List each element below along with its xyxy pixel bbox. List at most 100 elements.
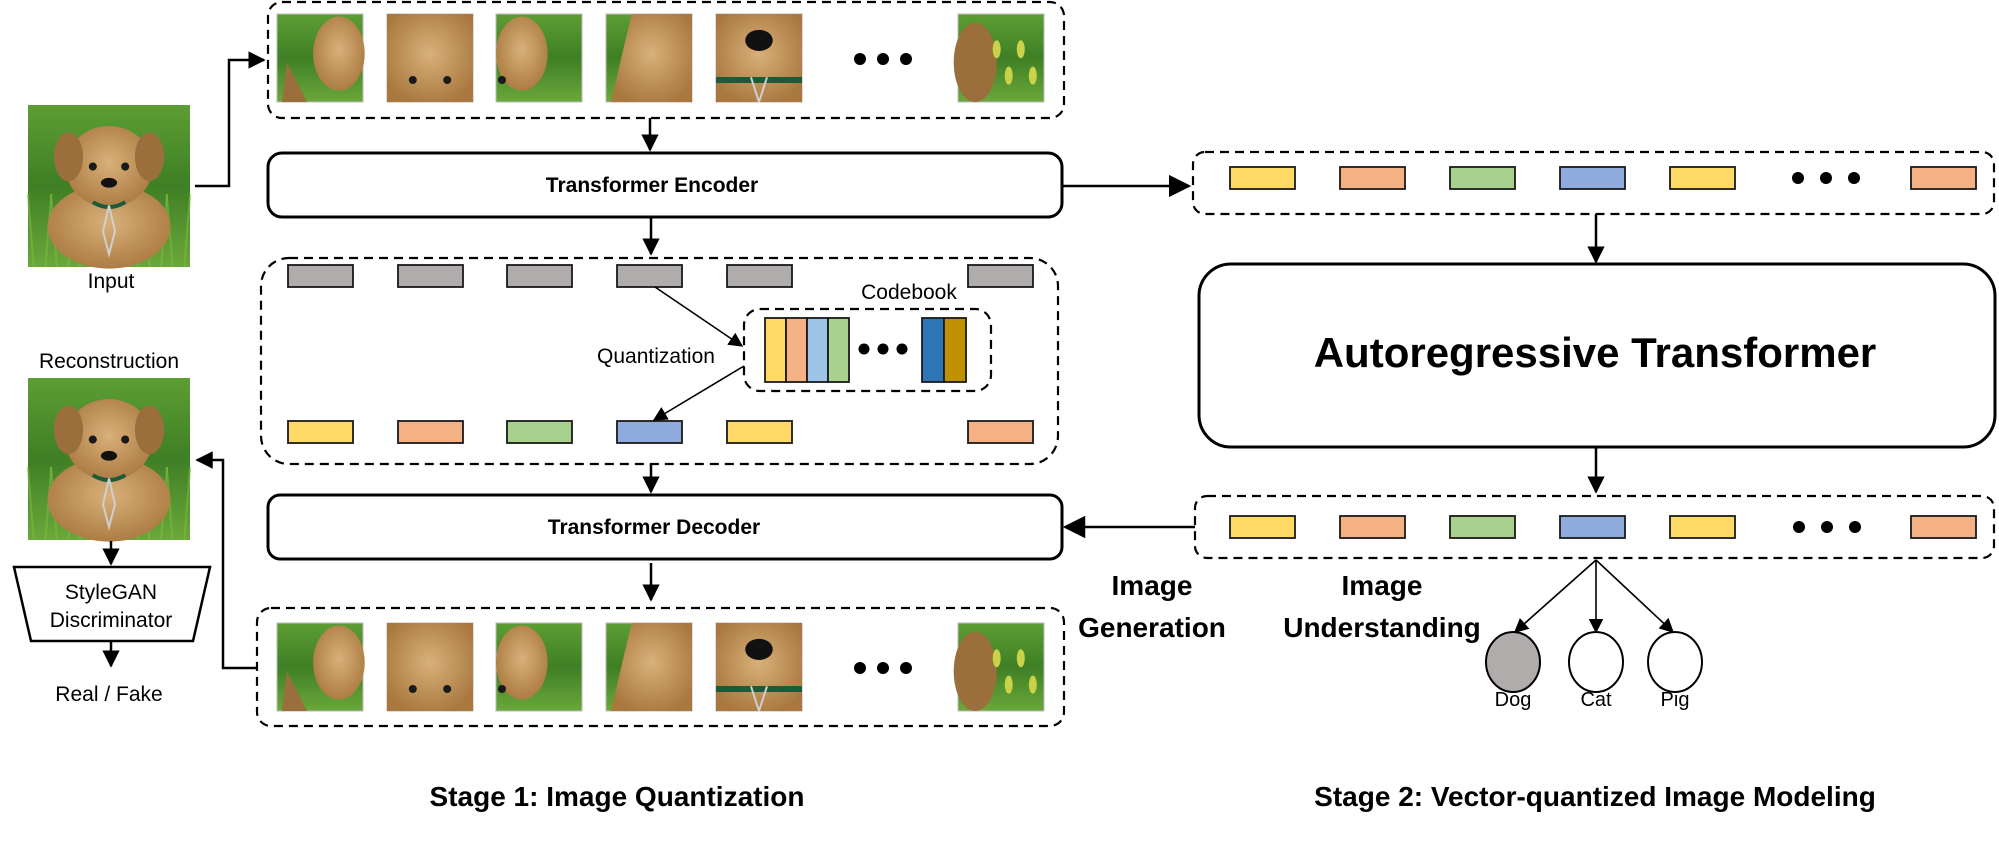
token <box>506 264 573 288</box>
token <box>967 420 1034 444</box>
ellipsis-dot <box>1820 172 1832 184</box>
codebook-entry <box>943 317 967 383</box>
stage2-caption: Stage 2: Vector-quantized Image Modeling <box>1314 781 1876 812</box>
ellipsis-dot <box>896 343 908 355</box>
stage2-output-tokens <box>1229 515 1977 539</box>
ellipsis-dot <box>1821 521 1833 533</box>
patches-to-reconstruction-arrow <box>195 451 257 670</box>
patch-body <box>605 622 693 712</box>
patch-ear-right <box>495 13 583 103</box>
token <box>1229 166 1296 190</box>
token <box>1339 515 1406 539</box>
patch-grass <box>953 13 1045 103</box>
class-label: Cat <box>1580 689 1612 711</box>
image-understanding-label-line1: Image <box>1342 570 1423 601</box>
token <box>1559 515 1626 539</box>
class-node-dog <box>1485 631 1541 693</box>
patch-ear-left <box>276 622 365 712</box>
token <box>616 420 683 444</box>
token <box>616 264 683 288</box>
patch-ear-left <box>276 13 365 103</box>
class-label: Dog <box>1495 689 1532 711</box>
token <box>1910 166 1977 190</box>
class-arrow <box>1513 559 1597 633</box>
ellipsis-dot <box>877 662 889 674</box>
ellipsis-dot <box>1793 521 1805 533</box>
token <box>287 264 354 288</box>
output-patches <box>276 622 1045 712</box>
ellipsis-dot <box>1848 172 1860 184</box>
ellipsis-dot <box>1792 172 1804 184</box>
patch-body <box>605 13 693 103</box>
codebook-entries <box>764 317 967 383</box>
token-to-codebook-arrow <box>654 286 744 347</box>
stage2-output-tokens-group <box>1193 494 1996 560</box>
discriminator-label-line1: StyleGAN <box>65 581 157 604</box>
codebook-entry <box>806 317 829 383</box>
input-label: Input <box>88 270 135 293</box>
ellipsis-dot <box>900 662 912 674</box>
class-nodes: Dog Cat Pig <box>1485 559 1703 711</box>
token <box>287 420 354 444</box>
quantized-tokens <box>287 420 1034 444</box>
input-patches-group <box>266 0 1066 120</box>
reconstruction-label: Reconstruction <box>39 350 179 373</box>
token <box>397 420 464 444</box>
class-arrow <box>1595 559 1675 633</box>
patch-nose <box>715 622 803 712</box>
transformer-decoder <box>266 493 1064 561</box>
codebook-entry <box>921 317 945 383</box>
stage2-input-tokens <box>1229 166 1977 190</box>
token <box>1229 515 1296 539</box>
encoded-tokens <box>287 264 1034 288</box>
image-understanding-label-line2: Understanding <box>1283 612 1481 643</box>
token <box>726 420 793 444</box>
token <box>506 420 573 444</box>
ellipsis-dot <box>858 343 870 355</box>
ellipsis-dot <box>877 53 889 65</box>
input-image <box>26 105 192 269</box>
input-patches <box>276 13 1045 103</box>
codebook-label: Codebook <box>861 281 957 304</box>
ellipsis-dot <box>854 53 866 65</box>
patch-ear-right <box>495 622 583 712</box>
input-dog-image <box>26 105 192 269</box>
discriminator-trapezoid <box>12 565 212 643</box>
real-fake-label: Real / Fake <box>55 683 162 706</box>
token <box>1669 515 1736 539</box>
quantization-group <box>259 256 1060 466</box>
ellipsis-dot <box>877 343 889 355</box>
image-generation-label-line1: Image <box>1112 570 1193 601</box>
stage2-input-tokens-group <box>1191 150 1996 216</box>
codebook-entry <box>764 317 787 383</box>
output-patches-group <box>255 606 1066 728</box>
class-node-cat <box>1568 631 1624 693</box>
patch-grass <box>953 622 1045 712</box>
ellipsis-dot <box>854 662 866 674</box>
token <box>1449 166 1516 190</box>
reconstruction-dog-image <box>26 378 192 542</box>
transformer-encoder-label: Transformer Encoder <box>546 174 758 197</box>
stage1-caption: Stage 1: Image Quantization <box>430 781 805 812</box>
token <box>1559 166 1626 190</box>
patch-nose <box>715 13 803 103</box>
autoregressive-transformer-label: Autoregressive Transformer <box>1314 329 1877 376</box>
ellipsis-dot <box>900 53 912 65</box>
patch-eyes <box>386 13 474 103</box>
token <box>967 264 1034 288</box>
transformer-decoder-label: Transformer Decoder <box>548 516 760 539</box>
codebook-box <box>742 307 993 393</box>
token <box>1339 166 1406 190</box>
token <box>1449 515 1516 539</box>
discriminator-label-line2: Discriminator <box>50 609 173 632</box>
codebook-entry <box>827 317 850 383</box>
token <box>397 264 464 288</box>
class-label: Pig <box>1661 689 1690 711</box>
token <box>726 264 793 288</box>
ellipsis-dot <box>1849 521 1861 533</box>
class-node-pig <box>1647 631 1703 693</box>
quantization-label: Quantization <box>597 345 715 368</box>
codebook-entry <box>785 317 808 383</box>
token <box>1669 166 1736 190</box>
